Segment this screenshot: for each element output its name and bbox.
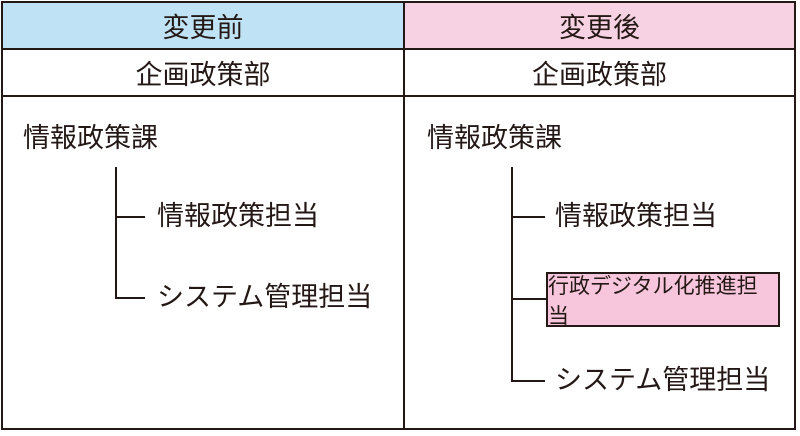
header-divider [3, 48, 794, 50]
after-unit-info-policy: 情報政策担当 [555, 201, 717, 232]
before-department: 企画政策部 [135, 60, 271, 91]
before-unit-system-management: システム管理担当 [157, 282, 373, 313]
before-tree-trunk [115, 167, 117, 299]
after-tree-trunk [511, 167, 513, 382]
column-divider [403, 3, 405, 428]
before-unit-info-policy: 情報政策担当 [157, 201, 319, 232]
before-header: 変更前 [3, 3, 403, 48]
after-department: 企画政策部 [532, 60, 667, 91]
after-tree-branch-1 [511, 216, 545, 218]
after-unit-system-management: システム管理担当 [555, 365, 771, 396]
after-header: 変更後 [405, 3, 794, 48]
before-tree-branch-1 [115, 216, 145, 218]
before-division: 情報政策課 [23, 123, 158, 154]
department-divider [3, 95, 794, 97]
after-unit-digitalization-new: 行政デジタル化推進担当 [546, 272, 780, 328]
comparison-table: 変更前 変更後 企画政策部 企画政策部 情報政策課 情報政策担当 システム管理担… [1, 1, 796, 430]
after-division: 情報政策課 [427, 123, 562, 154]
before-tree-branch-2 [115, 297, 145, 299]
after-tree-branch-2 [511, 298, 546, 300]
after-tree-branch-3 [511, 380, 545, 382]
